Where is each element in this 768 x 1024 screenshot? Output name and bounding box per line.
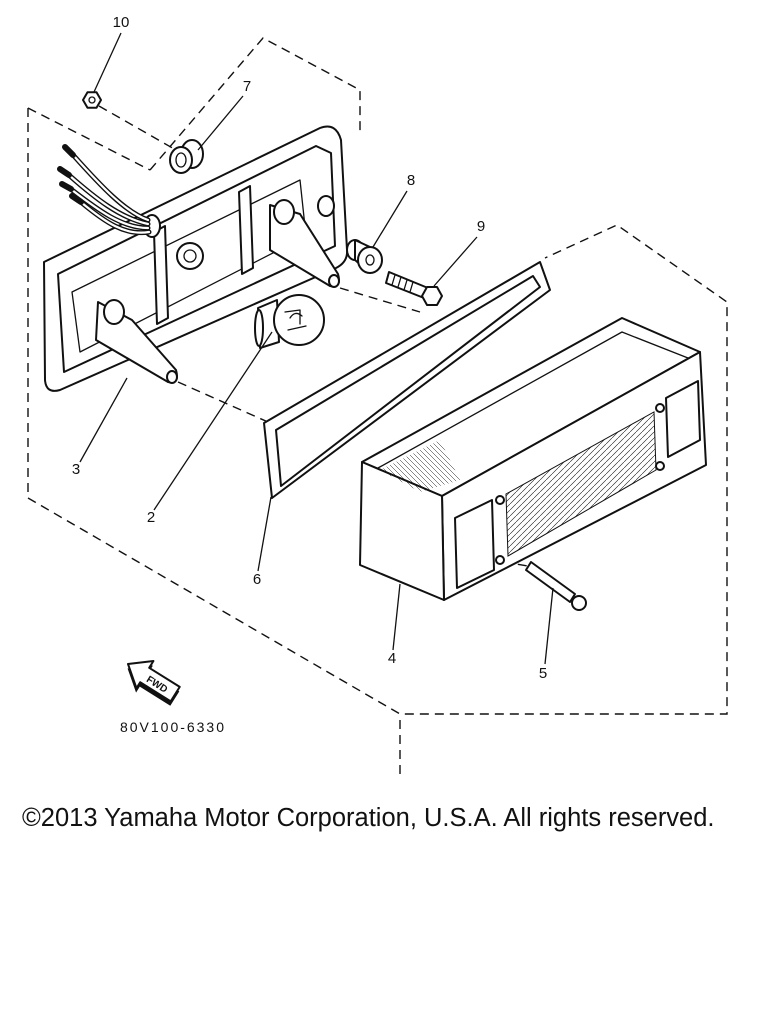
callout-8: 8: [407, 172, 415, 189]
callout-2: 2: [147, 509, 155, 526]
lens-screw-hole-3: [655, 403, 665, 413]
bulb-contact: [254, 309, 264, 347]
wire-4-fill: [80, 201, 151, 234]
screw-9-threads: [391, 274, 414, 293]
leader-line-5: [544, 587, 554, 665]
post-to-gasket-line: [177, 381, 269, 423]
wire-2-fill: [68, 174, 150, 226]
copyright-notice: ©2013 Yamaha Motor Corporation, U.S.A. A…: [22, 804, 715, 832]
screw-5-shaft: [525, 561, 576, 603]
upper-enclosure-line: [149, 37, 361, 171]
wire-terminal-2: [57, 166, 72, 178]
leader-line-9: [433, 236, 478, 287]
callout-7: 7: [243, 78, 251, 95]
wire-terminal-1: [62, 144, 76, 158]
base-divider-wall-left: [153, 225, 169, 325]
fwd-arrow-icon: FWD: [127, 660, 181, 706]
wire-terminal-4: [69, 193, 84, 205]
fwd-arrow-body: [127, 660, 181, 703]
lens-rim-line: [377, 331, 689, 469]
washer-hole: [365, 254, 375, 266]
nut-hole: [88, 96, 96, 104]
leader-line-8: [372, 190, 408, 248]
bulb: [254, 294, 325, 349]
left-post-tip: [166, 370, 178, 384]
gasket-inner: [275, 275, 541, 487]
wire-1-fill: [72, 154, 150, 222]
leader-line-6: [257, 496, 272, 572]
callout-10: 10: [113, 14, 130, 31]
lens-hatched-area: [505, 411, 657, 557]
lens-reflector-left: [454, 499, 495, 589]
assembly-boundary-line: [27, 108, 728, 715]
base-divider-wall-right: [238, 185, 254, 275]
gasket: [263, 261, 551, 499]
leader-line-10: [93, 32, 122, 93]
washer: [346, 239, 383, 274]
lens-reflector-right: [665, 380, 701, 458]
callout-numbers: 10 7 8 9 3 2 6 4 5: [72, 14, 547, 682]
boundary-top-left-line: [27, 107, 151, 171]
callout-3: 3: [72, 461, 80, 478]
screw-5: [525, 561, 587, 611]
wire-terminal-3: [59, 181, 74, 192]
nut-body: [82, 91, 102, 109]
screw-5-head: [571, 595, 587, 611]
washer-front: [357, 246, 383, 274]
bulb-glass: [273, 294, 325, 346]
leader-line-7: [197, 95, 244, 151]
lens-top-texture: [380, 440, 460, 492]
lens-screw-hole-1: [495, 495, 505, 505]
screw-9-head: [421, 286, 443, 306]
bulb-socket-hole: [183, 249, 197, 263]
right-post-tip: [328, 274, 340, 288]
parts-diagram: 10 7 8 9 3 2 6 4 5 FWD 80V100-6330: [27, 14, 728, 780]
callout-6: 6: [253, 571, 261, 588]
lens-screw-hole-4: [655, 461, 665, 471]
lens: [359, 317, 707, 601]
leader-lines: [79, 32, 554, 665]
grommet: [169, 139, 204, 174]
right-post-boss: [273, 199, 295, 225]
right-top-boss: [317, 195, 335, 217]
left-post-boss: [103, 299, 125, 325]
wire-harness: [57, 144, 152, 236]
figure-code: 80V100-6330: [120, 719, 224, 735]
lens-screw-hole-2: [495, 555, 505, 565]
grommet-front: [169, 146, 193, 174]
leader-line-2: [153, 331, 273, 511]
wire-3-fill: [70, 188, 150, 230]
callout-9: 9: [477, 218, 485, 235]
bulb-filament: [284, 309, 307, 331]
grommet-hole: [175, 152, 187, 168]
callout-5: 5: [539, 665, 547, 682]
bulb-socket: [176, 242, 204, 270]
nut: [82, 91, 102, 109]
leader-line-3: [79, 377, 128, 463]
taillight-base: [43, 125, 349, 392]
nut-to-grommet-line: [98, 105, 177, 151]
screw-9: [385, 271, 443, 306]
callout-4: 4: [388, 650, 396, 667]
leader-line-4: [392, 583, 401, 651]
